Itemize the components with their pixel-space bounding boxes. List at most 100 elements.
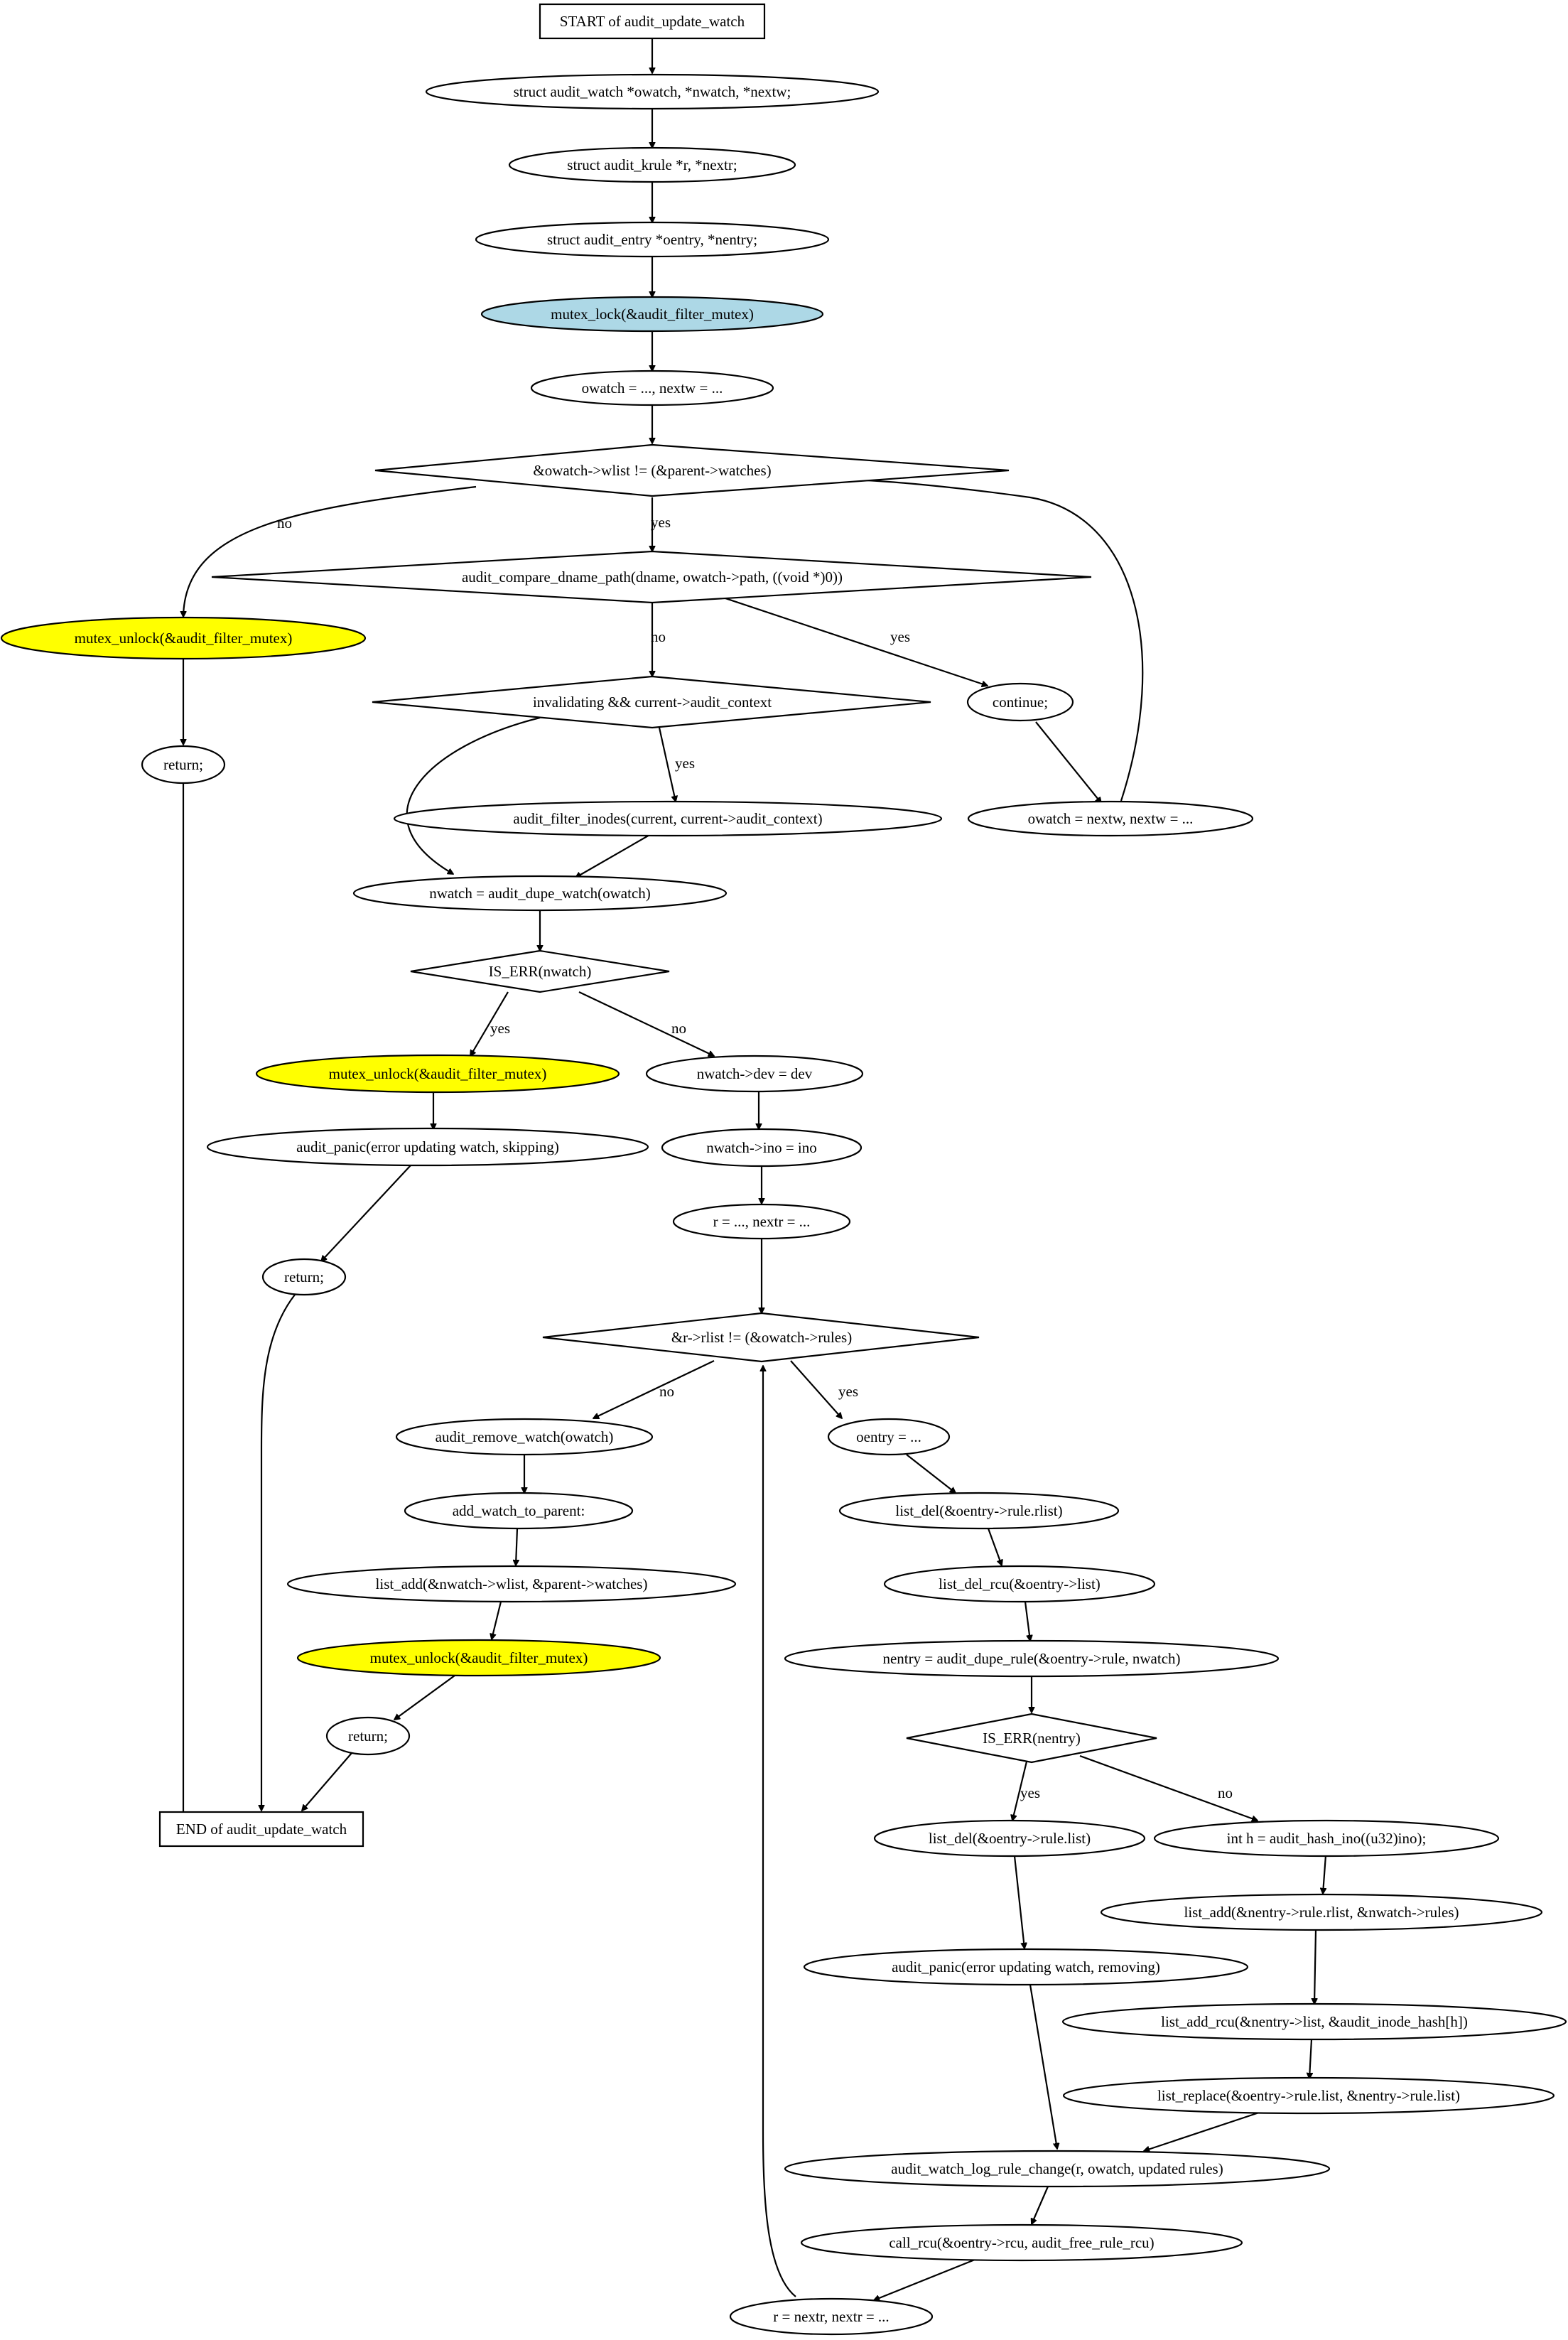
node-wlist-check: &owatch->wlist != (&parent->watches) [374, 443, 1010, 497]
node-list-replace: list_replace(&oentry->rule.list, &nentry… [1062, 2076, 1555, 2115]
node-list-add-rcu: list_add_rcu(&nentry->list, &audit_inode… [1061, 2002, 1567, 2041]
svg-text:continue;: continue; [993, 694, 1048, 711]
svg-text:mutex_unlock(&audit_filter_mut: mutex_unlock(&audit_filter_mutex) [370, 1649, 588, 1666]
edge-return-3-to-end [302, 1752, 352, 1811]
edge-unlock-3-to-return-3 [394, 1675, 455, 1720]
node-is-err-nentry: IS_ERR(nentry) [906, 1713, 1157, 1764]
svg-text:mutex_unlock(&audit_filter_mut: mutex_unlock(&audit_filter_mutex) [75, 630, 293, 647]
edge-is-err-nentry-to-list-del-list [1012, 1761, 1028, 1821]
node-call-rcu: call_rcu(&oentry->rcu, audit_free_rule_r… [800, 2223, 1243, 2262]
edge-list-del-rlist-to-list-del-rcu [987, 1528, 1002, 1565]
edge-label-rlist-check-no: no [659, 1383, 674, 1400]
edge-list-del-list-to-audit-panic-remove [1013, 1855, 1024, 1948]
svg-text:invalidating && current->audit: invalidating && current->audit_context [533, 694, 772, 711]
node-compare-dname-path: audit_compare_dname_path(dname, owatch->… [211, 550, 1092, 604]
svg-text:nwatch = audit_dupe_watch(owat: nwatch = audit_dupe_watch(owatch) [429, 885, 651, 902]
node-return-2: return; [261, 1258, 347, 1296]
svg-text:END of audit_update_watch: END of audit_update_watch [176, 1821, 347, 1838]
node-decl-watch: struct audit_watch *owatch, *nwatch, *ne… [425, 73, 880, 110]
node-rlist-check: &r->rlist != (&owatch->rules) [542, 1312, 980, 1363]
edge-label-wlist-check-no: no [277, 514, 292, 532]
edge-list-add-rlist-to-list-add-rcu [1314, 1929, 1316, 2004]
node-return-3: return; [325, 1716, 411, 1756]
node-owatch-init: owatch = ..., nextw = ... [530, 370, 774, 406]
edge-list-del-rcu-to-nentry-dupe [1024, 1601, 1030, 1641]
edge-wlist-check-to-unlock-1 [183, 485, 477, 617]
node-nwatch-dev: nwatch->dev = dev [645, 1055, 864, 1093]
edge-add-watch-label-to-list-add-wlist [516, 1528, 517, 1565]
edge-label-rlist-check-yes: yes [838, 1383, 858, 1400]
edge-label-is-err-nentry-yes: yes [1020, 1784, 1040, 1801]
svg-text:list_add_rcu(&nentry->list, &a: list_add_rcu(&nentry->list, &audit_inode… [1161, 2013, 1468, 2030]
node-oentry: oentry = ... [827, 1418, 951, 1456]
node-mutex-unlock-1: mutex_unlock(&audit_filter_mutex) [0, 616, 367, 660]
svg-text:mutex_unlock(&audit_filter_mut: mutex_unlock(&audit_filter_mutex) [329, 1065, 547, 1082]
node-list-add-rlist: list_add(&nentry->rule.rlist, &nwatch->r… [1100, 1893, 1543, 1931]
node-nwatch-dupe: nwatch = audit_dupe_watch(owatch) [352, 875, 728, 912]
svg-text:IS_ERR(nentry): IS_ERR(nentry) [983, 1730, 1081, 1747]
node-mutex-lock: mutex_lock(&audit_filter_mutex) [480, 296, 824, 333]
edge-list-replace-to-log-rule-change [1144, 2111, 1260, 2151]
node-filter-inodes: audit_filter_inodes(current, current->au… [393, 800, 943, 837]
node-list-del-list: list_del(&oentry->rule.list) [873, 1819, 1146, 1858]
edge-filter-inodes-to-nwatch-dupe [575, 834, 651, 878]
svg-text:START of audit_update_watch: START of audit_update_watch [560, 13, 745, 30]
svg-text:audit_panic(error updating wat: audit_panic(error updating watch, skippi… [296, 1138, 559, 1155]
edge-rlist-check-to-oentry [790, 1360, 842, 1418]
svg-text:owatch = nextw, nextw = ...: owatch = nextw, nextw = ... [1028, 810, 1194, 827]
node-end: END of audit_update_watch [158, 1811, 364, 1848]
edge-is-err-nwatch-to-nwatch-dev [578, 991, 714, 1056]
edge-label-is-err-nwatch-no: no [671, 1020, 686, 1037]
svg-text:nwatch->ino = ino: nwatch->ino = ino [706, 1139, 817, 1156]
svg-text:struct audit_krule *r, *nextr;: struct audit_krule *r, *nextr; [567, 156, 737, 173]
svg-text:&r->rlist != (&owatch->rules): &r->rlist != (&owatch->rules) [671, 1329, 852, 1346]
edge-audit-panic-remove-to-log-rule-change [1029, 1984, 1057, 2149]
svg-text:return;: return; [348, 1727, 388, 1745]
svg-text:return;: return; [284, 1268, 324, 1285]
edge-continue-to-owatch-advance [1035, 721, 1101, 803]
svg-text:audit_filter_inodes(current, c: audit_filter_inodes(current, current->au… [513, 810, 822, 827]
edge-label-wlist-check-yes: yes [651, 514, 671, 531]
svg-text:list_del(&oentry->rule.list): list_del(&oentry->rule.list) [929, 1830, 1091, 1847]
edge-list-add-rcu-to-list-replace [1309, 2039, 1312, 2078]
svg-text:oentry = ...: oentry = ... [856, 1428, 921, 1445]
edge-labels: no yes no yes no yes yes no no yes yes n… [277, 514, 1233, 1801]
svg-text:call_rcu(&oentry->rcu, audit_f: call_rcu(&oentry->rcu, audit_free_rule_r… [889, 2234, 1154, 2251]
svg-text:add_watch_to_parent:: add_watch_to_parent: [453, 1502, 585, 1519]
node-list-add-wlist: list_add(&nwatch->wlist, &parent->watche… [286, 1565, 737, 1603]
edges [182, 38, 1327, 2300]
edge-hash-ino-to-list-add-rlist [1323, 1855, 1327, 1894]
edge-is-err-nwatch-to-unlock-2 [470, 991, 509, 1056]
node-add-watch-label: add_watch_to_parent: [404, 1492, 634, 1530]
node-decl-entry: struct audit_entry *oentry, *nentry; [475, 221, 830, 258]
svg-text:list_replace(&oentry->rule.lis: list_replace(&oentry->rule.list, &nentry… [1157, 2087, 1460, 2104]
svg-text:audit_remove_watch(owatch): audit_remove_watch(owatch) [436, 1428, 614, 1445]
svg-text:r = ..., nextr = ...: r = ..., nextr = ... [713, 1213, 811, 1230]
svg-text:audit_compare_dname_path(dname: audit_compare_dname_path(dname, owatch->… [462, 568, 843, 586]
edge-rlist-check-to-remove-watch [593, 1360, 715, 1418]
node-is-err-nwatch: IS_ERR(nwatch) [410, 949, 670, 993]
edge-label-is-err-nentry-no: no [1218, 1784, 1233, 1801]
svg-text:owatch = ..., nextw = ...: owatch = ..., nextw = ... [582, 379, 723, 397]
node-r-init: r = ..., nextr = ... [672, 1203, 851, 1240]
svg-text:list_add(&nentry->rule.rlist,: list_add(&nentry->rule.rlist, &nwatch->r… [1184, 1904, 1459, 1921]
node-decl-krule: struct audit_krule *r, *nextr; [508, 146, 796, 183]
svg-text:nwatch->dev = dev: nwatch->dev = dev [697, 1065, 813, 1082]
edge-invalidating-to-nwatch-dupe [406, 716, 541, 874]
edge-owatch-advance-loop-back [835, 479, 1144, 802]
edge-log-rule-change-to-call-rcu [1032, 2186, 1049, 2224]
node-start: START of audit_update_watch [539, 3, 766, 40]
svg-text:list_del(&oentry->rule.rlist): list_del(&oentry->rule.rlist) [895, 1502, 1062, 1519]
edge-oentry-to-list-del-rlist [906, 1454, 956, 1493]
node-return-1: return; [141, 745, 226, 785]
svg-text:nentry = audit_dupe_rule(&oent: nentry = audit_dupe_rule(&oentry->rule, … [882, 1650, 1180, 1667]
edge-label-invalidating-yes: yes [675, 755, 695, 772]
edge-audit-panic-skip-to-return-2 [321, 1165, 411, 1261]
svg-text:int h = audit_hash_ino((u32)in: int h = audit_hash_ino((u32)ino); [1227, 1830, 1427, 1847]
node-mutex-unlock-3: mutex_unlock(&audit_filter_mutex) [296, 1639, 661, 1677]
edge-return-1-to-end [182, 783, 245, 1828]
node-nentry-dupe: nentry = audit_dupe_rule(&oentry->rule, … [784, 1639, 1280, 1678]
svg-text:struct audit_watch *owatch, *n: struct audit_watch *owatch, *nwatch, *ne… [514, 83, 791, 100]
svg-text:list_add(&nwatch->wlist, &pare: list_add(&nwatch->wlist, &parent->watche… [376, 1575, 648, 1592]
